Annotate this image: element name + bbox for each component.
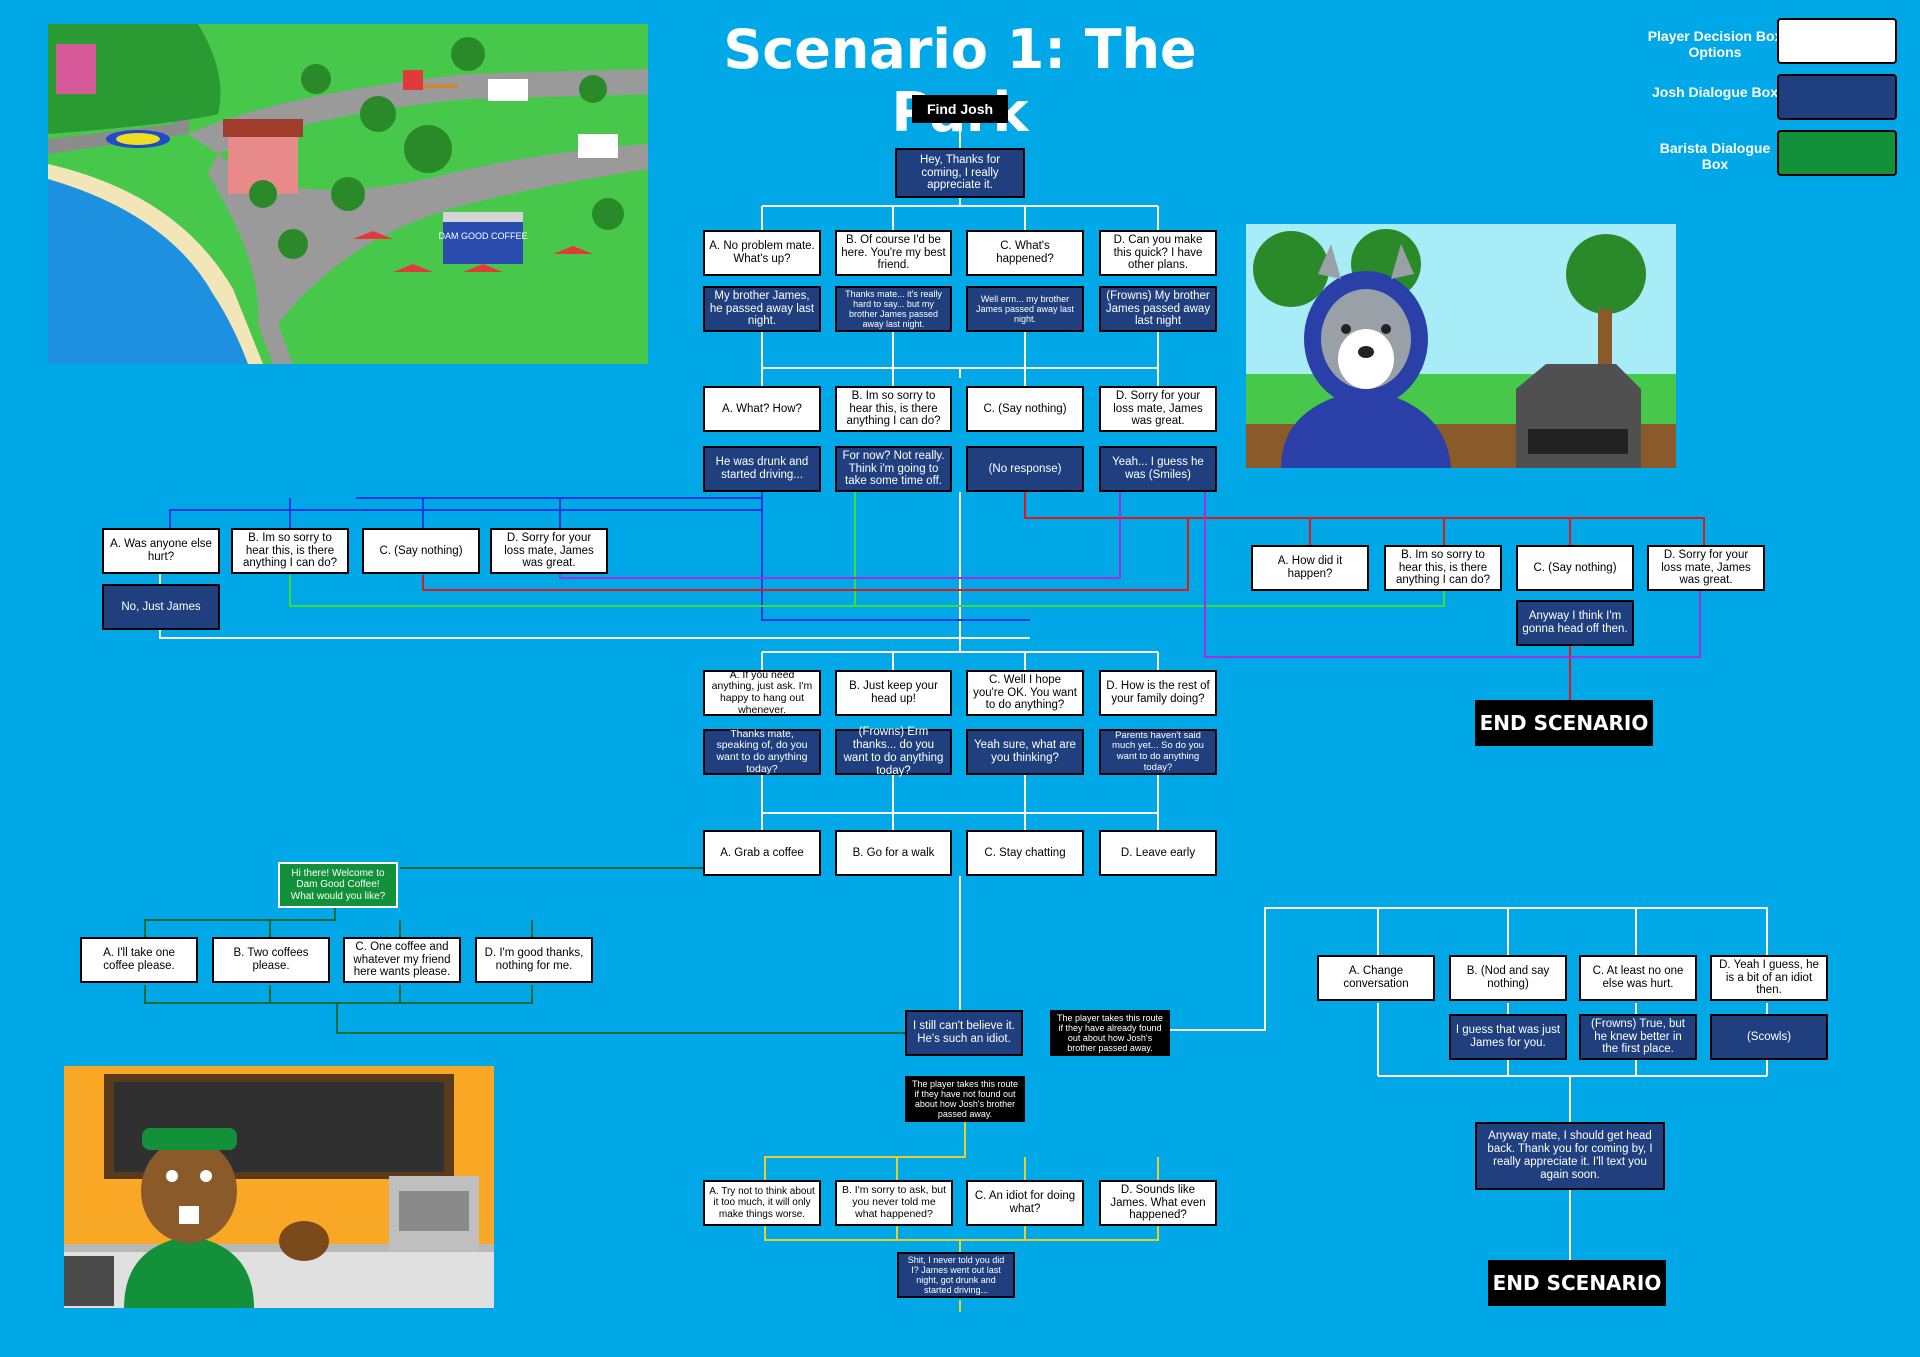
r4-option-c[interactable]: C. Well I hope you're OK. You want to do… — [966, 670, 1084, 716]
left3-option-c[interactable]: C. (Say nothing) — [362, 528, 480, 574]
legend-josh-label: Josh Dialogue Box — [1651, 84, 1779, 100]
r2-option-c[interactable]: C. (Say nothing) — [966, 386, 1084, 432]
rr-reply-c: (Frowns) True, but he knew better in the… — [1579, 1014, 1697, 1060]
r2-reply-d: Yeah... I guess he was (Smiles) — [1099, 446, 1217, 492]
r4-option-d[interactable]: D. How is the rest of your family doing? — [1099, 670, 1217, 716]
r5-option-d[interactable]: D. Leave early — [1099, 830, 1217, 876]
r4-reply-b: (Frowns) Erm thanks... do you want to do… — [835, 726, 952, 777]
left3-option-a[interactable]: A. Was anyone else hurt? — [102, 528, 220, 574]
barista-greeting: Hi there! Welcome to Dam Good Coffee! Wh… — [278, 862, 398, 908]
left3-option-d[interactable]: D. Sorry for your loss mate, James was g… — [490, 528, 608, 574]
legend-player-label: Player Decision Box Options — [1647, 28, 1783, 61]
rr-reply-b: I guess that was just James for you. — [1449, 1014, 1567, 1060]
legend-josh-swatch — [1777, 74, 1897, 120]
right3-reply: Anyway I think I'm gonna head off then. — [1516, 600, 1634, 646]
right3-option-d[interactable]: D. Sorry for your loss mate, James was g… — [1647, 545, 1765, 591]
bottom-option-a[interactable]: A. Try not to think about it too much, i… — [703, 1180, 821, 1226]
josh-portrait-drawing — [1246, 224, 1676, 468]
r2-option-a[interactable]: A. What? How? — [703, 386, 821, 432]
r2-reply-c: (No response) — [966, 446, 1084, 492]
r4-option-a[interactable]: A. If you need anything, just ask. I'm h… — [703, 669, 821, 716]
barista-option-b[interactable]: B. Two coffees please. — [212, 937, 330, 983]
barista-option-c[interactable]: C. One coffee and whatever my friend her… — [343, 937, 461, 983]
bottom-option-d[interactable]: D. Sounds like James. What even happened… — [1099, 1180, 1217, 1226]
bottom-option-b[interactable]: B. I'm sorry to ask, but you never told … — [835, 1180, 953, 1226]
r1-reply-c: Well erm... my brother James passed away… — [966, 286, 1084, 332]
r1-reply-b: Thanks mate... it's really hard to say..… — [835, 286, 952, 332]
idiot-dialogue: I still can't believe it. He's such an i… — [905, 1010, 1023, 1056]
right3-option-b[interactable]: B. Im so sorry to hear this, is there an… — [1384, 545, 1502, 591]
note-not-found-out: The player takes this route if they have… — [905, 1076, 1025, 1122]
legend-player-swatch — [1777, 18, 1897, 64]
r4-reply-c: Yeah sure, what are you thinking? — [966, 729, 1084, 775]
r1-option-a[interactable]: A. No problem mate. What's up? — [703, 230, 821, 276]
kiosk-sign: DAM GOOD COFFEE — [438, 231, 527, 241]
rr-reply-d: (Scowls) — [1710, 1014, 1828, 1060]
r5-option-b[interactable]: B. Go for a walk — [835, 830, 952, 876]
page-title: Scenario 1: The Park — [723, 18, 1197, 144]
r2-option-b[interactable]: B. Im so sorry to hear this, is there an… — [835, 386, 952, 432]
r1-reply-a: My brother James, he passed away last ni… — [703, 286, 821, 332]
r1-reply-d: (Frowns) My brother James passed away la… — [1099, 286, 1217, 332]
r2-reply-b: For now? Not really. Think i'm going to … — [835, 446, 952, 492]
bottom-reply: Shit, I never told you did I? James went… — [897, 1252, 1015, 1298]
bottom-option-c[interactable]: C. An idiot for doing what? — [966, 1180, 1084, 1226]
r4-reply-d: Parents haven't said much yet... So do y… — [1099, 729, 1217, 775]
find-josh-label: Find Josh — [912, 95, 1008, 123]
barista-portrait-drawing — [64, 1066, 494, 1308]
intro-dialogue: Hey, Thanks for coming, I really appreci… — [895, 148, 1025, 198]
rr-option-d[interactable]: D. Yeah I guess, he is a bit of an idiot… — [1710, 955, 1828, 1001]
right3-option-a[interactable]: A. How did it happen? — [1251, 545, 1369, 591]
park-map-image: DAM GOOD COFFEE — [48, 24, 648, 364]
r1-option-c[interactable]: C. What's happened? — [966, 230, 1084, 276]
park-map-drawing: DAM GOOD COFFEE — [48, 24, 648, 364]
r1-option-b[interactable]: B. Of course I'd be here. You're my best… — [835, 230, 952, 276]
end-scenario-top: END SCENARIO — [1475, 700, 1653, 746]
r5-option-c[interactable]: C. Stay chatting — [966, 830, 1084, 876]
barista-option-a[interactable]: A. I'll take one coffee please. — [80, 937, 198, 983]
r4-option-b[interactable]: B. Just keep your head up! — [835, 670, 952, 716]
left3-option-b[interactable]: B. Im so sorry to hear this, is there an… — [231, 528, 349, 574]
note-found-out: The player takes this route if they have… — [1050, 1010, 1170, 1056]
josh-portrait-image — [1246, 224, 1676, 468]
left3-reply: No, Just James — [102, 584, 220, 630]
r4-reply-a: Thanks mate, speaking of, do you want to… — [703, 728, 821, 775]
legend-barista-swatch — [1777, 130, 1897, 176]
rr-option-c[interactable]: C. At least no one else was hurt. — [1579, 955, 1697, 1001]
r5-option-a[interactable]: A. Grab a coffee — [703, 830, 821, 876]
barista-option-d[interactable]: D. I'm good thanks, nothing for me. — [475, 937, 593, 983]
rr-option-a[interactable]: A. Change conversation — [1317, 955, 1435, 1001]
right3-option-c[interactable]: C. (Say nothing) — [1516, 545, 1634, 591]
rr-option-b[interactable]: B. (Nod and say nothing) — [1449, 955, 1567, 1001]
barista-portrait-image — [64, 1066, 494, 1308]
rr-closing-dialogue: Anyway mate, I should get head back. Tha… — [1475, 1122, 1665, 1190]
end-scenario-bottom: END SCENARIO — [1488, 1260, 1666, 1306]
legend-barista-label: Barista Dialogue Box — [1659, 140, 1771, 173]
r2-reply-a: He was drunk and started driving... — [703, 446, 821, 492]
r2-option-d[interactable]: D. Sorry for your loss mate, James was g… — [1099, 386, 1217, 432]
r1-option-d[interactable]: D. Can you make this quick? I have other… — [1099, 230, 1217, 276]
